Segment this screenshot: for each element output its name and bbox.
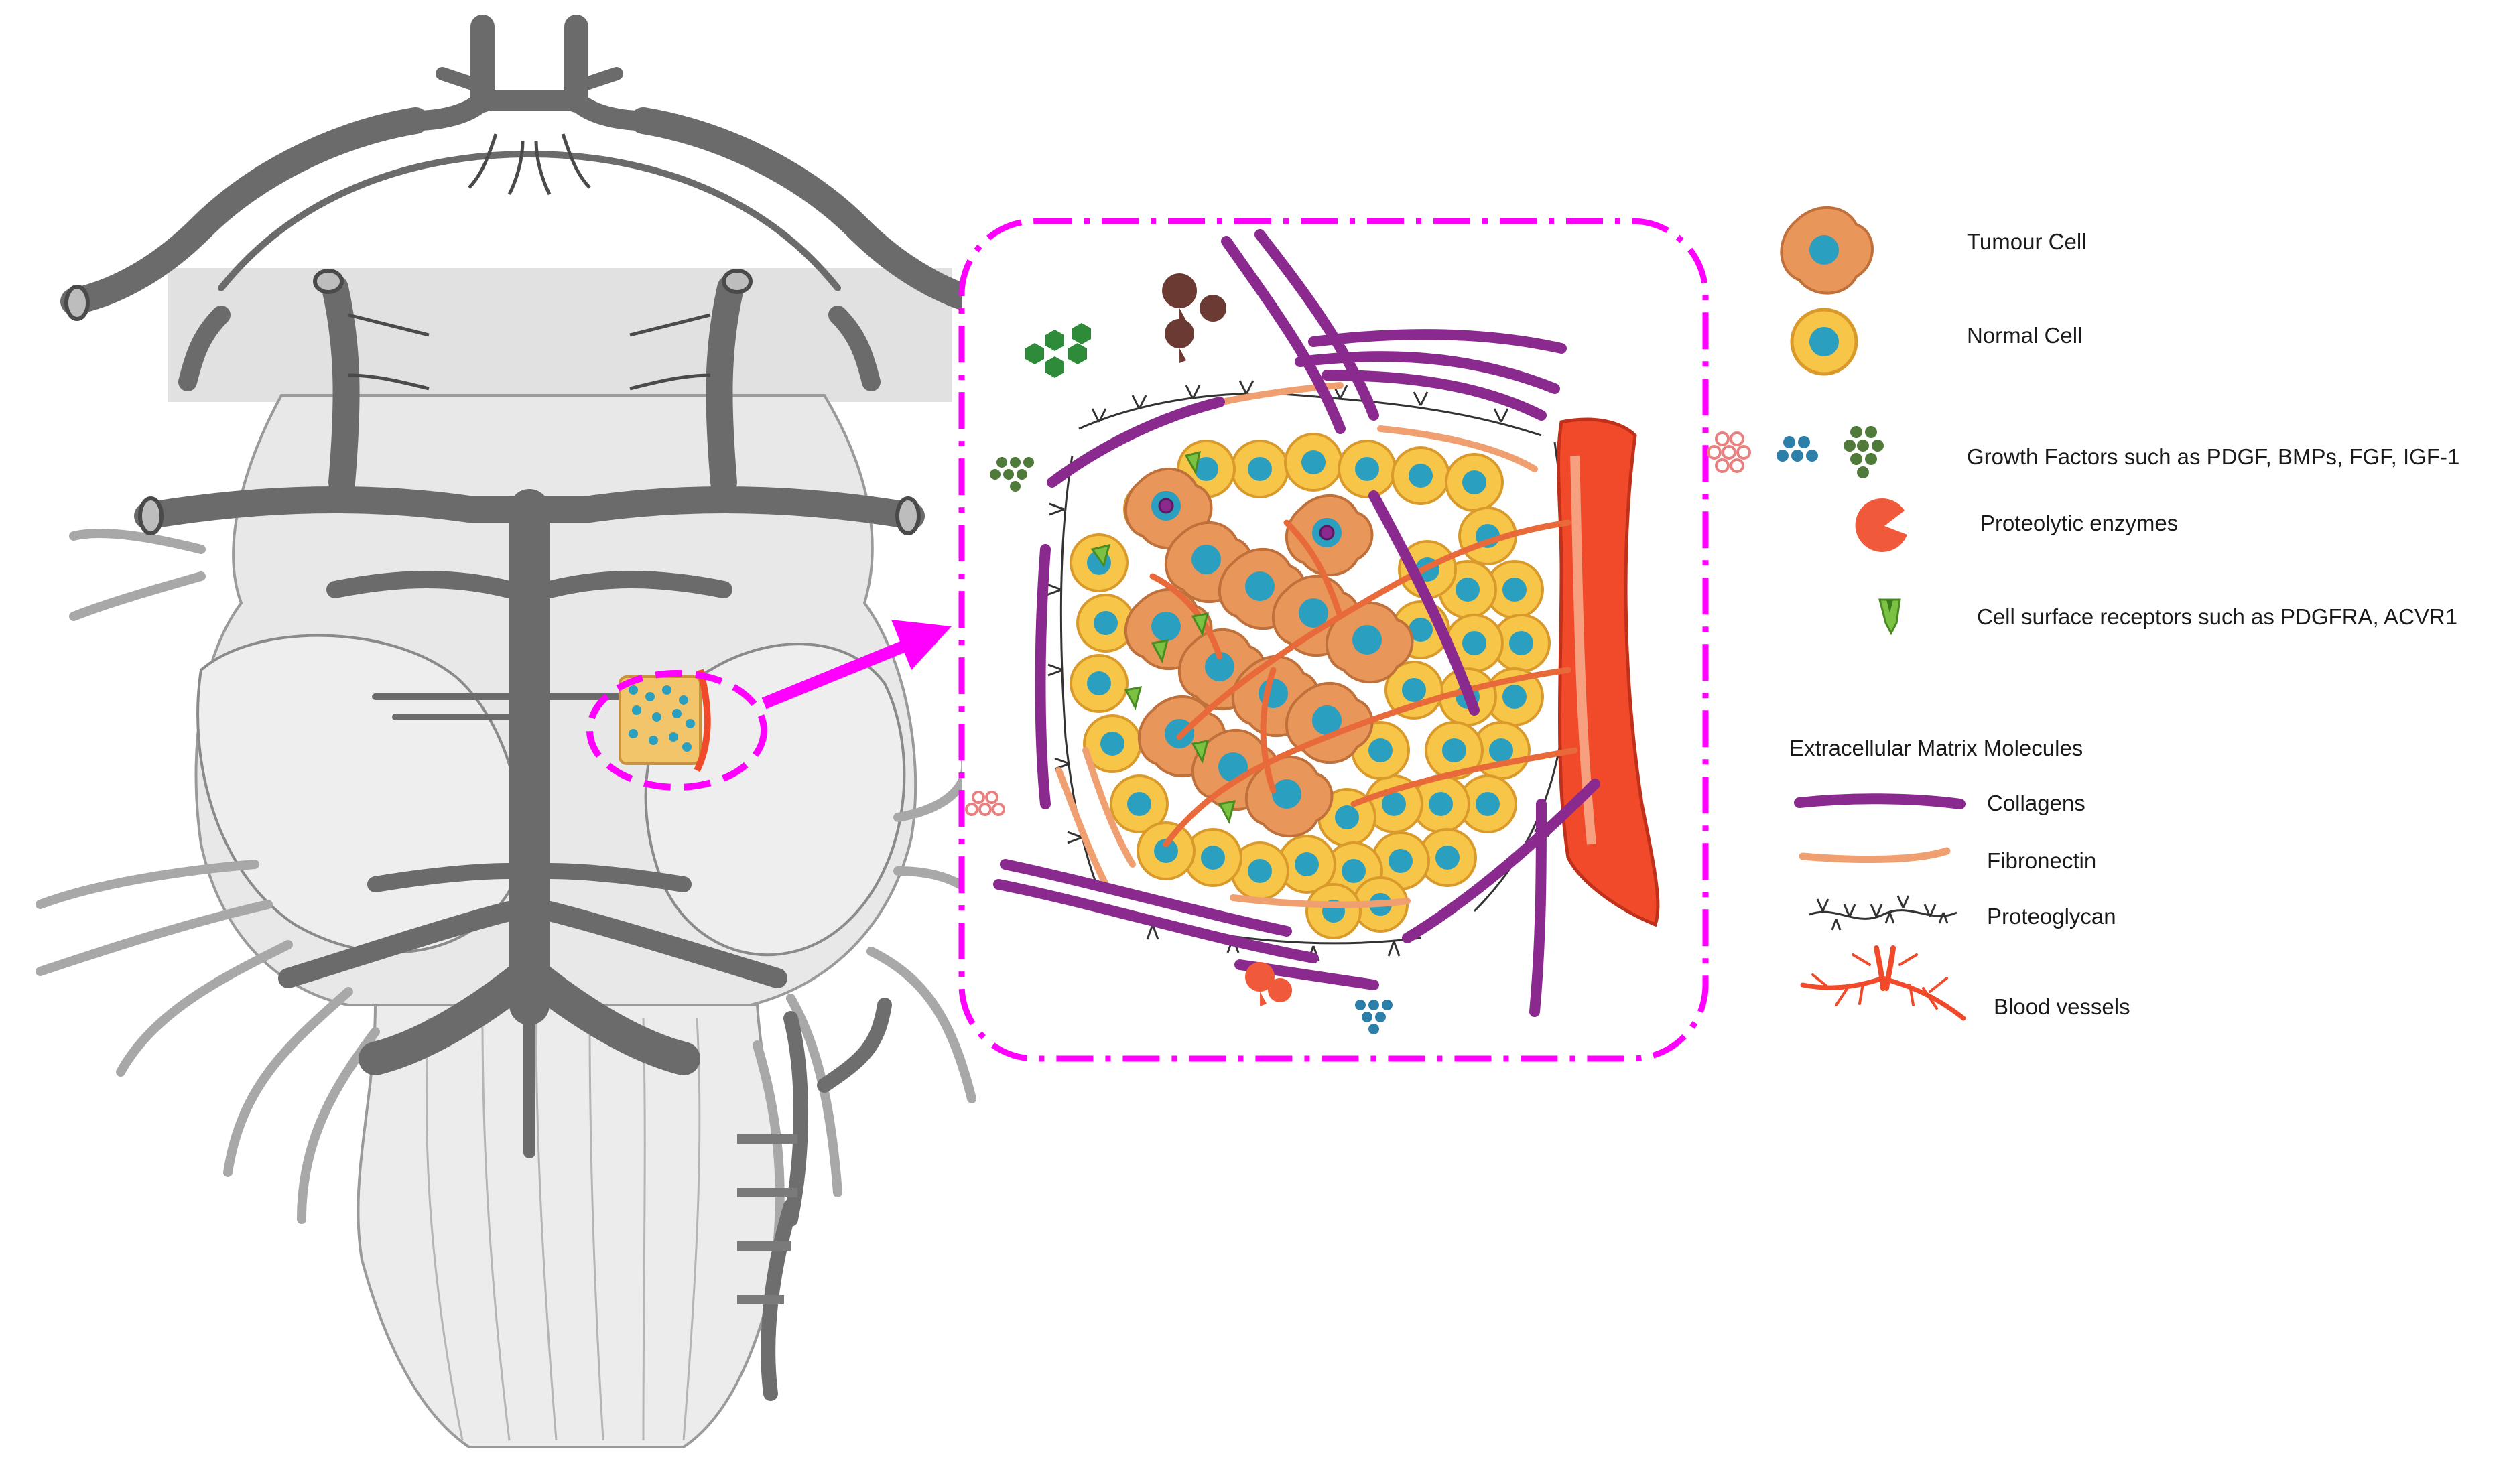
legend-normal-cell: Normal Cell: [1790, 308, 2082, 376]
vessel-sprigs: [348, 133, 711, 391]
proteolytic-enzyme-icon: [1855, 498, 1907, 552]
legend-collagens: Collagens: [1794, 791, 2085, 815]
panel-proteolytic-enzymes: [1162, 273, 1293, 1006]
medulla-fibers: [426, 1018, 701, 1441]
legend-label-fibronectin: Fibronectin: [1987, 848, 2096, 873]
legend-tumour-cell: Tumour Cell: [1780, 206, 2087, 295]
tumour-microenvironment-panel: [958, 218, 1709, 1062]
fibronectin-fiber-icon: [1799, 847, 1951, 864]
legend-label-proteoglycan: Proteoglycan: [1987, 904, 2116, 929]
normal-cells: [1070, 433, 1551, 939]
blood-vessel-icon: [1800, 945, 1966, 1021]
gf-cluster-darkgreen-left: [990, 457, 1034, 492]
legend: Tumour Cell Normal Cell: [1707, 206, 2459, 1021]
medulla: [357, 1004, 783, 1448]
legend-fibronectin: Fibronectin: [1799, 847, 2096, 873]
legend-blood-vessels: Blood vessels: [1800, 945, 2130, 1021]
tumour-microvessels: [1149, 519, 1578, 848]
arterial-tree: [60, 15, 992, 1158]
brainstem-illustration: [36, 15, 1010, 1448]
collagen-fibers: [993, 229, 1600, 1017]
legend-growth-factors: Growth Factors such as PDGF, BMPs, FGF, …: [1707, 426, 2459, 478]
tumour-location: [586, 669, 767, 791]
legend-proteoglycan: Proteoglycan: [1809, 895, 2116, 931]
legend-ecm-heading: Extracellular Matrix Molecules: [1789, 736, 2083, 760]
collagen-fiber-icon: [1794, 793, 1966, 809]
vertebral-vessel-ladder: [737, 1134, 797, 1304]
panel-growth-factors: [965, 323, 1393, 1034]
cell-surface-receptors: [1090, 450, 1236, 825]
vertebral-vessel-right: [761, 998, 892, 1401]
legend-label-growth-factors: Growth Factors such as PDGF, BMPs, FGF, …: [1967, 444, 2459, 469]
tumour-mini-vessel: [694, 669, 711, 772]
legend-proteolytic-enzymes: Proteolytic enzymes: [1855, 498, 2178, 552]
legend-receptors: Cell surface receptors such as PDGFRA, A…: [1878, 598, 2457, 636]
gf-cluster-pink-left: [965, 791, 1005, 816]
legend-label-proteolytic-enzymes: Proteolytic enzymes: [1980, 511, 2178, 535]
brain-background-panel: [168, 268, 952, 402]
legend-label-collagens: Collagens: [1987, 791, 2085, 815]
legend-label-tumour-cell: Tumour Cell: [1967, 229, 2087, 254]
legend-label-normal-cell: Normal Cell: [1967, 323, 2082, 348]
legend-label-receptors: Cell surface receptors such as PDGFRA, A…: [1977, 604, 2457, 629]
tumour-highlight-ellipse: [586, 670, 767, 791]
gf-cluster-green-top: [1025, 323, 1091, 378]
zoom-arrow: [761, 620, 952, 710]
proteoglycan-chain-icon: [1809, 895, 1957, 931]
growth-factor-cluster-icon: [1707, 426, 1884, 478]
tumour-mini-dots: [629, 685, 695, 752]
legend-label-blood-vessels: Blood vessels: [1994, 994, 2130, 1019]
gf-cluster-blue-bottom: [1355, 1000, 1393, 1034]
cell-surface-receptor-icon: [1878, 598, 1901, 636]
